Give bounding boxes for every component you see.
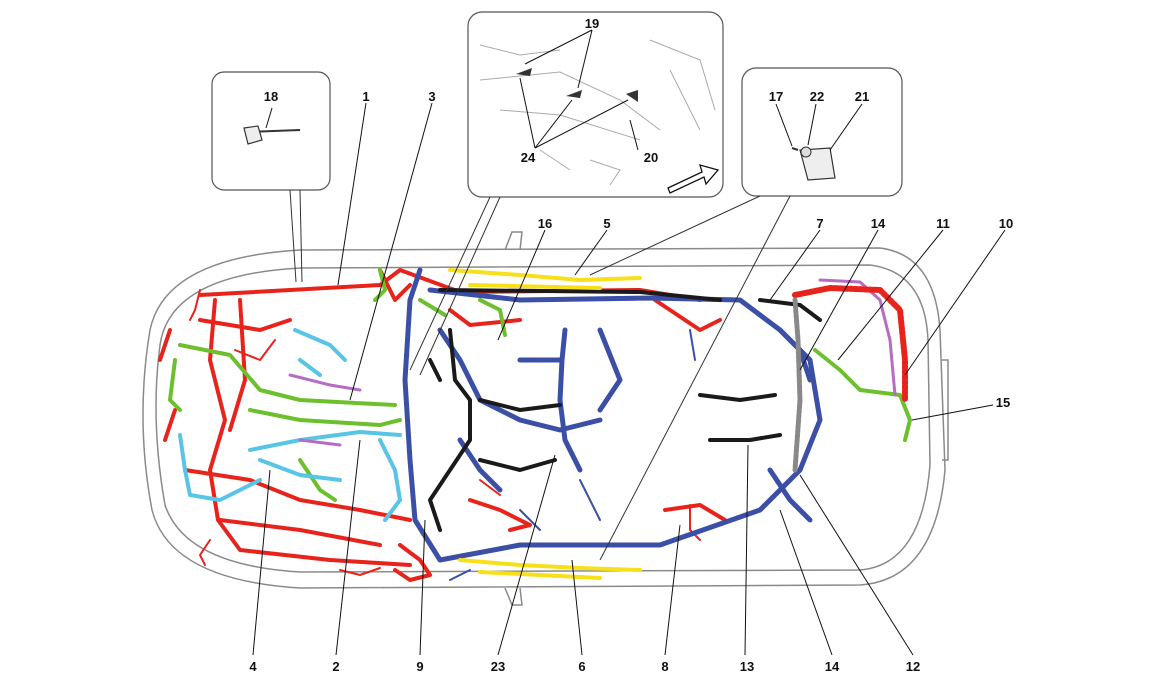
- callout-20: 20: [644, 150, 658, 165]
- callout-2: 2: [332, 659, 339, 674]
- callout-3: 3: [428, 89, 435, 104]
- green-harness: [168, 268, 912, 502]
- purple-harness: [288, 278, 897, 447]
- cyan-harness: [178, 328, 402, 522]
- callout-15: 15: [996, 395, 1010, 410]
- car-body-outline: [142, 231, 949, 606]
- inset-box-bracket-17-21-22: [741, 67, 903, 197]
- callout-8: 8: [661, 659, 668, 674]
- callout-labels: 1 3 18 19 24 20 17 22 21 16 5 7 14 11 10…: [249, 16, 1013, 674]
- callout-18: 18: [264, 89, 278, 104]
- blue-harness: [402, 267, 823, 563]
- callout-5: 5: [603, 216, 610, 231]
- callout-21: 21: [855, 89, 869, 104]
- black-harness: [428, 288, 822, 532]
- callout-17: 17: [769, 89, 783, 104]
- callout-1: 1: [362, 89, 369, 104]
- leader-lines: [252, 102, 1006, 656]
- callout-19: 19: [585, 16, 599, 31]
- callout-13: 13: [740, 659, 754, 674]
- inset-connectors: [289, 189, 791, 561]
- callout-4: 4: [249, 659, 257, 674]
- rear-striped-harness: [792, 285, 908, 473]
- yellow-harness: [448, 268, 642, 580]
- callout-7: 7: [816, 216, 823, 231]
- inset-box-clips-19-20-24: [467, 11, 724, 198]
- callout-23: 23: [491, 659, 505, 674]
- callout-16: 16: [538, 216, 552, 231]
- callout-9: 9: [416, 659, 423, 674]
- callout-10: 10: [999, 216, 1013, 231]
- red-harness: [158, 268, 727, 582]
- callout-14-top: 14: [871, 216, 886, 231]
- callout-6: 6: [578, 659, 585, 674]
- blue-harness-fine: [449, 329, 696, 581]
- inset-box-clip-18: [211, 71, 331, 191]
- red-harness-fine: [189, 289, 701, 576]
- callout-11: 11: [936, 216, 950, 231]
- callout-22: 22: [810, 89, 824, 104]
- callout-14-bottom: 14: [825, 659, 840, 674]
- callout-12: 12: [906, 659, 920, 674]
- callout-24: 24: [521, 150, 536, 165]
